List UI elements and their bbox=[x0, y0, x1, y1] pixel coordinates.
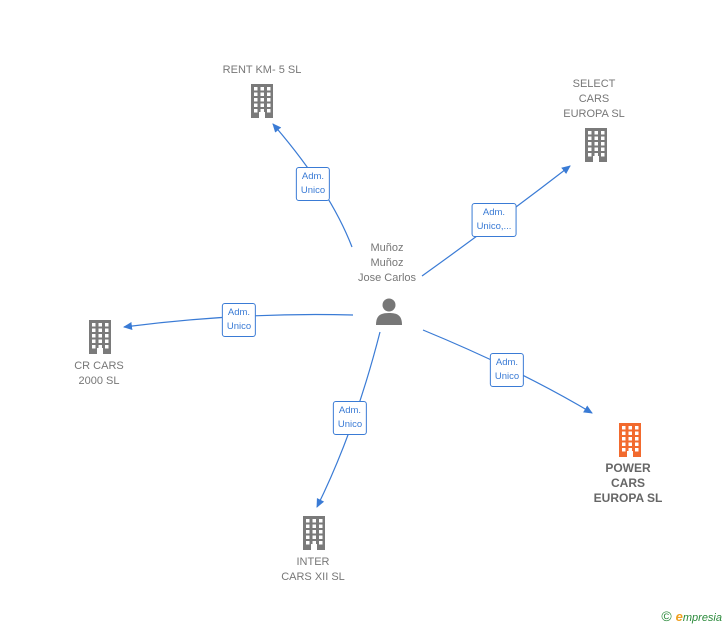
company-inter-line-1: INTER bbox=[296, 556, 330, 568]
company-label-select[interactable]: SELECT CARS EUROPA SL bbox=[563, 77, 625, 122]
role-badge-rent[interactable]: Adm. Unico bbox=[295, 167, 331, 201]
brand-name: mpresia bbox=[682, 611, 722, 624]
company-select-line-3: EUROPA SL bbox=[563, 108, 625, 120]
company-crcars-line-2: 2000 SL bbox=[78, 375, 120, 387]
company-select-line-2: CARS bbox=[578, 93, 610, 105]
role-rent-line-2: Unico bbox=[300, 185, 326, 196]
role-rent-line-1: Adm. bbox=[301, 171, 325, 182]
building-icon[interactable] bbox=[248, 84, 276, 123]
person-icon[interactable] bbox=[374, 296, 404, 326]
company-label-inter[interactable]: INTER CARS XII SL bbox=[281, 555, 345, 585]
center-name-line-3: Jose Carlos bbox=[357, 272, 417, 284]
company-select-line-1: SELECT bbox=[572, 78, 616, 90]
role-power-line-2: Unico bbox=[494, 371, 520, 382]
building-icon[interactable] bbox=[86, 320, 114, 359]
role-badge-crcars[interactable]: Adm. Unico bbox=[221, 303, 257, 337]
role-crcars-line-2: Unico bbox=[226, 321, 252, 332]
role-select-line-1: Adm. bbox=[482, 207, 506, 218]
company-label-rent[interactable]: RENT KM- 5 SL bbox=[223, 63, 302, 78]
role-badge-select[interactable]: Adm. Unico,... bbox=[471, 203, 517, 237]
company-label-crcars[interactable]: CR CARS 2000 SL bbox=[74, 359, 124, 389]
company-rent-line-1: RENT KM- 5 SL bbox=[222, 64, 302, 76]
brand-logo[interactable]: © empresia bbox=[661, 608, 722, 624]
role-crcars-line-1: Adm. bbox=[227, 307, 251, 318]
role-inter-line-1: Adm. bbox=[338, 405, 362, 416]
building-icon[interactable] bbox=[616, 423, 644, 462]
company-label-power[interactable]: POWER CARS EUROPA SL bbox=[594, 461, 663, 506]
company-crcars-line-1: CR CARS bbox=[74, 360, 124, 372]
role-badge-power[interactable]: Adm. Unico bbox=[489, 353, 525, 387]
building-icon[interactable] bbox=[582, 128, 610, 167]
company-power-line-2: CARS bbox=[610, 476, 646, 490]
role-power-line-1: Adm. bbox=[495, 357, 519, 368]
role-select-line-2: Unico,... bbox=[476, 221, 512, 232]
role-badge-inter[interactable]: Adm. Unico bbox=[332, 401, 368, 435]
center-person-name[interactable]: Muñoz Muñoz Jose Carlos bbox=[358, 241, 416, 286]
company-power-line-1: POWER bbox=[605, 461, 651, 475]
company-power-line-3: EUROPA SL bbox=[593, 491, 663, 505]
role-inter-line-2: Unico bbox=[337, 419, 363, 430]
company-inter-line-2: CARS XII SL bbox=[281, 571, 345, 583]
building-icon[interactable] bbox=[300, 516, 328, 555]
center-name-line-1: Muñoz bbox=[370, 242, 404, 254]
copyright-icon: © bbox=[661, 608, 672, 624]
brand-e-letter: e bbox=[675, 608, 683, 624]
center-name-line-2: Muñoz bbox=[370, 257, 404, 269]
